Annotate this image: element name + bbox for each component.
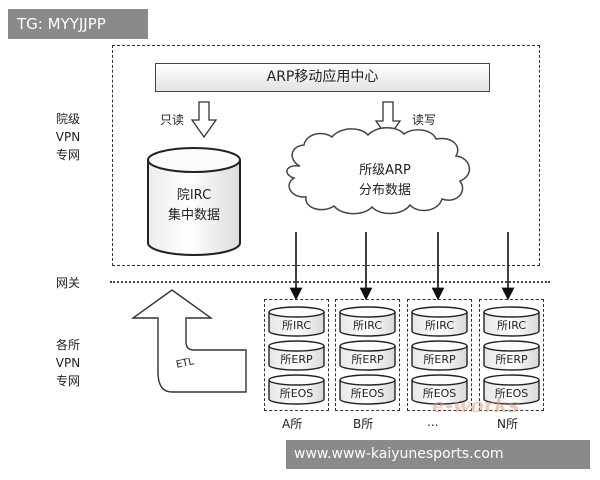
- site-label-b: B所: [353, 417, 374, 431]
- site-db-cylinder-body: [411, 312, 468, 337]
- site-db-cylinder: 所IRC: [411, 306, 468, 337]
- branch-vpn-label-line: 各所: [55, 338, 80, 352]
- gateway-label: 网关: [55, 276, 80, 290]
- branch-vpn-label-line: VPN: [55, 356, 81, 370]
- site-db-cylinder-top: [339, 306, 396, 318]
- etl-arrow-icon: [130, 289, 247, 393]
- site-db-label: 所ERP: [351, 353, 384, 366]
- site-db-label: 所EOS: [351, 387, 385, 400]
- site-db-cylinder-body: [268, 312, 325, 337]
- read-write-label: 读写: [412, 113, 437, 127]
- cloud-title: 所级ARP: [359, 163, 411, 178]
- site-db-cylinder-body: [268, 380, 325, 405]
- footer-url-banner: www.www-kaiyunesports.com: [286, 440, 590, 469]
- site-db-cylinder-top: [483, 306, 540, 318]
- site-label-dots: ...: [427, 415, 439, 429]
- site-db-cylinder: 所IRC: [483, 306, 540, 337]
- site-db-cylinder: 所ERP: [411, 340, 468, 371]
- hospital-vpn-label-line: 院级: [55, 112, 80, 126]
- site-db-cylinder: 所EOS: [483, 374, 540, 405]
- site-db-cylinder: 所IRC: [339, 306, 396, 337]
- site-db-cylinder-body: [339, 312, 396, 337]
- site-box-n: [479, 299, 544, 411]
- site-db-cylinder-top: [411, 306, 468, 318]
- site-box-dots: [407, 299, 472, 411]
- distributed-data-cloud: [286, 127, 470, 215]
- central-db-title: 院IRC: [176, 188, 212, 203]
- e-works-watermark: e-works: [432, 393, 520, 417]
- site-label-n: N所: [497, 417, 518, 431]
- site-db-cylinder-body: [339, 346, 396, 371]
- site-db-label: 所ERP: [495, 353, 528, 366]
- site-box-a: [264, 299, 329, 411]
- cloud-text: 所级ARP 分布数据: [330, 161, 440, 201]
- hospital-vpn-boundary: [112, 45, 540, 266]
- site-db-label: 所IRC: [425, 319, 454, 332]
- site-db-cylinder-body: [483, 380, 540, 405]
- site-db-cylinder-body: [339, 380, 396, 405]
- site-db-label: 所EOS: [495, 387, 529, 400]
- hospital-vpn-label-line: VPN: [55, 130, 81, 144]
- site-db-cylinder-top: [411, 340, 468, 352]
- site-db-cylinder-top: [339, 374, 396, 386]
- site-db-cylinder: 所ERP: [268, 340, 325, 371]
- site-db-cylinder-body: [483, 312, 540, 337]
- branch-vpn-label: 各所 VPN 专网: [48, 336, 88, 390]
- site-db-label: 所EOS: [423, 387, 457, 400]
- central-db-text: 院IRC 集中数据: [148, 186, 240, 226]
- site-db-cylinder: 所EOS: [339, 374, 396, 405]
- site-db-cylinder: 所EOS: [411, 374, 468, 405]
- site-db-cylinder-top: [483, 340, 540, 352]
- site-db-cylinder: 所IRC: [268, 306, 325, 337]
- site-db-cylinder-top: [411, 374, 468, 386]
- site-db-cylinder-body: [483, 346, 540, 371]
- read-only-label: 只读: [160, 113, 185, 127]
- site-db-cylinder-body: [411, 346, 468, 371]
- site-db-cylinder: 所ERP: [339, 340, 396, 371]
- site-box-b: [335, 299, 400, 411]
- site-db-cylinder-top: [339, 340, 396, 352]
- central-db-subtitle: 集中数据: [167, 208, 220, 223]
- site-db-cylinder-top: [268, 374, 325, 386]
- site-db-label: 所IRC: [353, 319, 382, 332]
- site-db-cylinder-top: [268, 306, 325, 318]
- hospital-vpn-label: 院级 VPN 专网: [48, 110, 88, 164]
- site-db-label: 所EOS: [280, 387, 314, 400]
- hospital-vpn-label-line: 专网: [55, 148, 80, 162]
- site-db-label: 所ERP: [280, 353, 313, 366]
- read-only-arrow-icon: [190, 101, 218, 139]
- branch-vpn-label-line: 专网: [55, 374, 80, 388]
- site-db-label: 所IRC: [497, 319, 526, 332]
- site-db-label: 所IRC: [282, 319, 311, 332]
- site-db-cylinder: 所ERP: [483, 340, 540, 371]
- gateway-divider: [110, 281, 550, 283]
- site-db-cylinder-body: [411, 380, 468, 405]
- site-db-cylinder: 所EOS: [268, 374, 325, 405]
- cloud-subtitle: 分布数据: [358, 183, 411, 198]
- channel-tag: TG: MYYJJPP: [8, 9, 148, 39]
- site-label-a: A所: [282, 417, 303, 431]
- site-db-label: 所ERP: [423, 353, 456, 366]
- site-db-cylinder-top: [483, 374, 540, 386]
- central-irc-database: [147, 147, 241, 256]
- site-db-cylinder-top: [268, 340, 325, 352]
- arp-app-center-bar: ARP移动应用中心: [155, 63, 490, 92]
- site-db-cylinder-body: [268, 346, 325, 371]
